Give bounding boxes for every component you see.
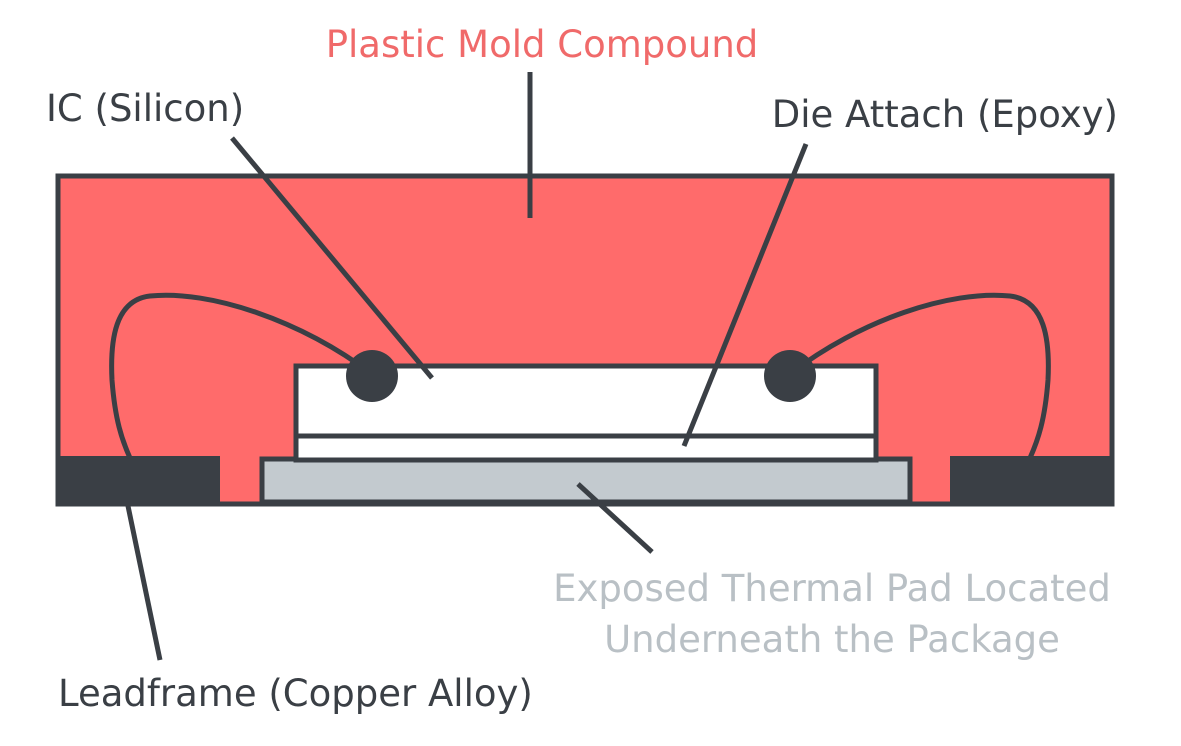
leader-line-die-attach	[681, 143, 809, 447]
bond-wire-left	[109, 292, 374, 460]
bond-ball-right	[764, 350, 816, 402]
label-leadframe: Leadframe (Copper Alloy)	[58, 672, 533, 715]
leader-line-thermal-pad	[576, 482, 654, 554]
thermal-pad	[259, 456, 913, 505]
bond-wire-right	[788, 292, 1051, 460]
leadframe-left	[58, 456, 220, 504]
label-thermal-pad-line1: Exposed Thermal Pad Located	[553, 567, 1111, 610]
leader-line-leadframe	[125, 505, 163, 661]
bond-ball-left	[346, 350, 398, 402]
label-ic: IC (Silicon)	[46, 87, 244, 130]
label-thermal-pad-line2: Underneath the Package	[604, 618, 1060, 661]
die-attach-layer	[293, 433, 879, 463]
leadframe-right	[950, 456, 1112, 504]
label-mold-compound: Plastic Mold Compound	[326, 23, 759, 66]
label-die-attach: Die Attach (Epoxy)	[772, 93, 1118, 136]
leader-line-ic	[230, 136, 434, 380]
